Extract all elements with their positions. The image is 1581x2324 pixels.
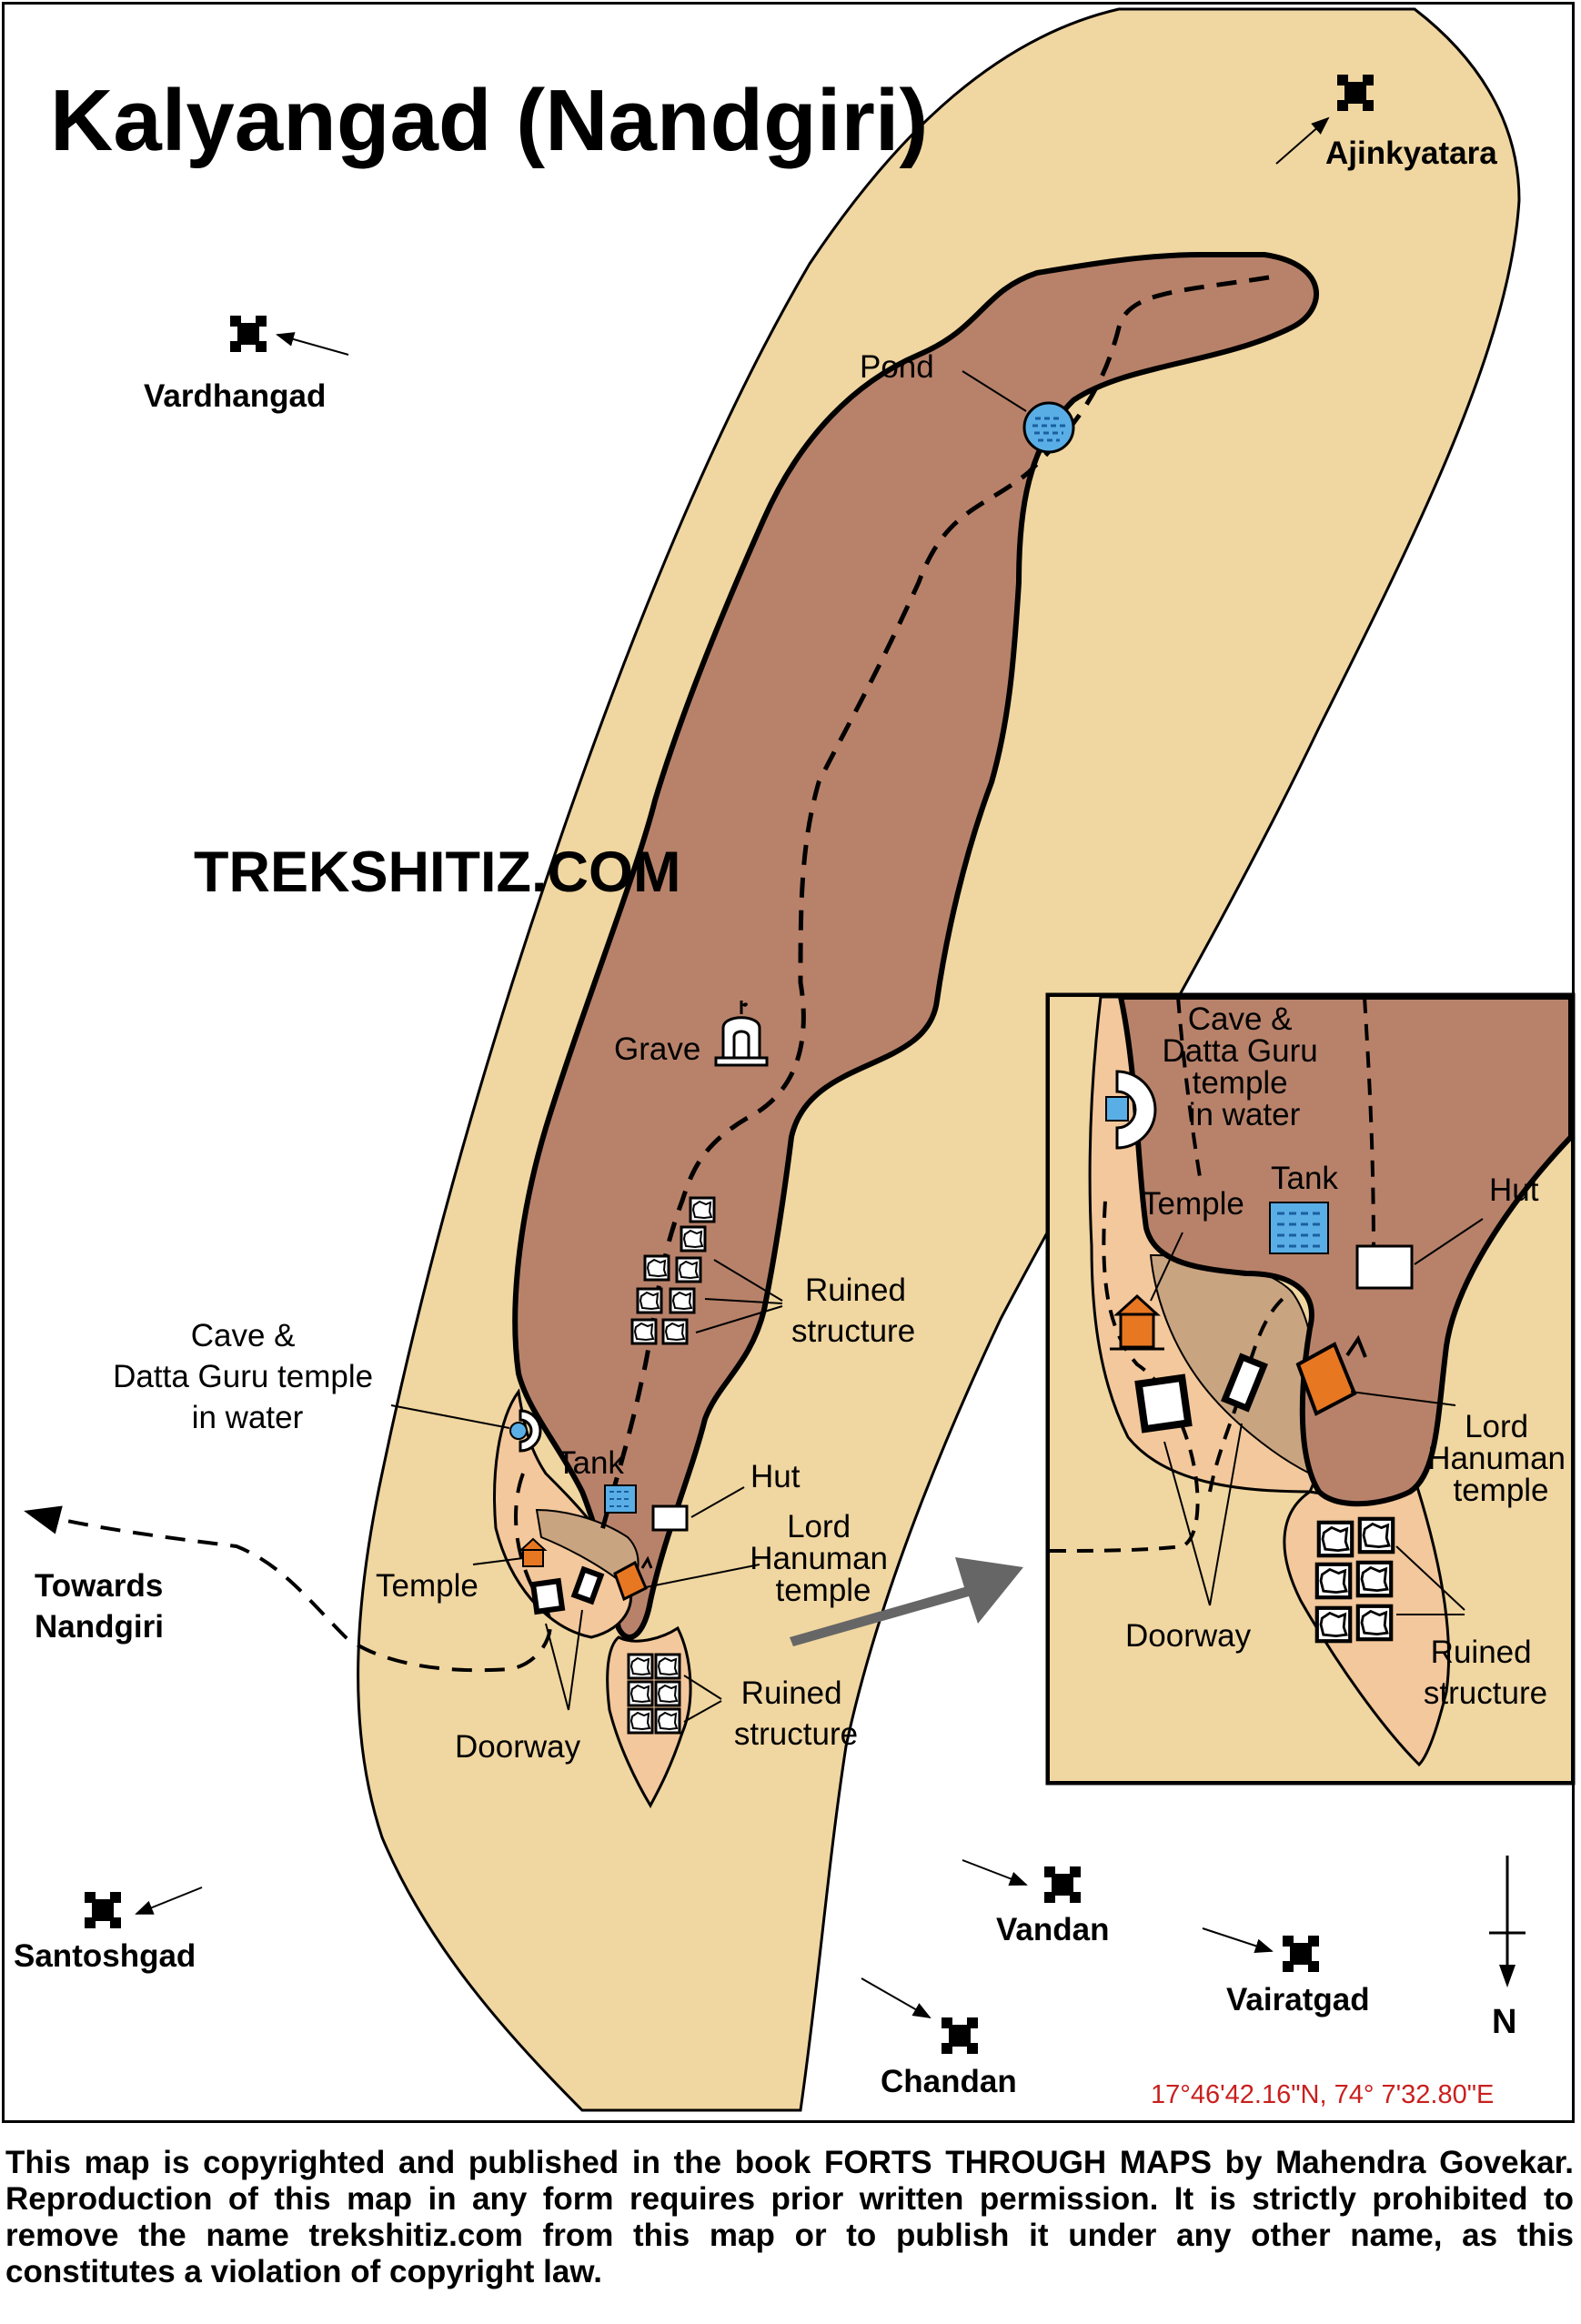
ruined-structure-label: Ruined structure [791,1273,915,1349]
cave-leader [390,1404,510,1429]
cave-label: Cave & Datta Guru temple in water [113,1318,382,1435]
santoshgad-label: Santoshgad [14,1938,196,1974]
watermark: TREKSHITIZ.COM [194,840,680,904]
temple-icon [519,1537,548,1567]
cave-icon [509,1409,542,1453]
fort-icon-vairatgad [1283,1936,1319,1972]
hut-label: Hut [750,1459,801,1494]
inset-pointer-arrow [790,1557,1023,1646]
copyright-notice: This map is copyrighted and published in… [5,2145,1574,2289]
pond-icon [1022,401,1075,454]
pond-leader [962,370,1027,412]
inset-doorway-label: Doorway [1125,1618,1252,1654]
inset-temple-leader [1150,1232,1183,1302]
inset-ruined-structure-label: Ruined structure [1424,1635,1547,1711]
inset-hut-label: Hut [1489,1172,1539,1208]
vairatgad-arrow [1202,1927,1274,1953]
inset-temple-label: Temple [1142,1186,1244,1222]
inset-doorway-leaders [1163,1423,1243,1606]
hut-leader [690,1486,745,1518]
inset-hut-icon [1355,1244,1414,1290]
inset-doorway-icons [1134,1353,1268,1434]
ajinkyatara-arrow [1275,116,1330,165]
inset-tank-icon [1269,1202,1329,1254]
tank-label: Tank [557,1445,624,1481]
plateau [512,252,1319,1640]
doorway-label: Doorway [455,1729,581,1765]
temple-leader [472,1557,524,1565]
santoshgad-arrow [135,1886,203,1915]
vandan-arrow [962,1859,1028,1886]
inset-cave-label: Cave & Datta Guru temple in water [1163,1001,1327,1132]
lower-ruin-leaders [683,1675,722,1723]
hut-icon [651,1504,689,1532]
doorway-icons [529,1565,605,1615]
hanuman-label: Lord Hanuman temple [750,1509,897,1608]
vardhangad-label: Vardhangad [144,378,326,414]
inset-hanuman-temple-icon [1295,1334,1367,1416]
lower-ruined-structure-label: Ruined structure [734,1675,858,1752]
north-arrow-icon [1489,1856,1526,1987]
inset-hanuman-leader [1350,1391,1456,1406]
trail-lower [24,1473,552,1673]
compass-label: N [1492,2003,1516,2041]
grave-icon [714,1001,769,1067]
ajinkyatara-label: Ajinkyatara [1325,136,1497,171]
inset-temple-icon [1110,1293,1164,1351]
fort-icon-vandan [1044,1866,1081,1903]
inset-hanuman-label: Lord Hanuman temple [1427,1409,1575,1508]
inset-tank-label: Tank [1271,1161,1338,1196]
chandan-arrow [861,1977,931,2018]
temple-label: Temple [376,1568,478,1604]
map-title: Kalyangad (Nandgiri) [50,72,928,169]
tank-icon [604,1484,637,1514]
chandan-label: Chandan [881,2064,1017,2099]
fort-icon-chandan [942,2017,978,2054]
vandan-label: Vandan [996,1912,1109,1947]
inset-cave-icon [1105,1070,1157,1150]
vardhangad-arrow [276,332,349,356]
inset-ruin-leaders [1395,1545,1465,1615]
fort-map: Pond Grave Ruined structu [14,7,1576,2112]
grave-label: Grave [614,1031,700,1067]
ruin-leaders [695,1259,783,1333]
fort-icon-santoshgad [85,1892,121,1928]
pond-label: Pond [860,349,934,385]
coordinates: 17°46'42.16"N, 74° 7'32.80"E [1151,2080,1494,2109]
hanuman-leader [645,1564,760,1588]
hanuman-temple-icon [613,1555,653,1602]
inset-hut-leader [1414,1218,1484,1265]
towards-nandgiri-label: Towards Nandgiri [35,1568,172,1645]
doorway-leaders [545,1609,583,1711]
vairatgad-label: Vairatgad [1226,1982,1370,2017]
fort-icon-vardhangad [230,316,267,352]
